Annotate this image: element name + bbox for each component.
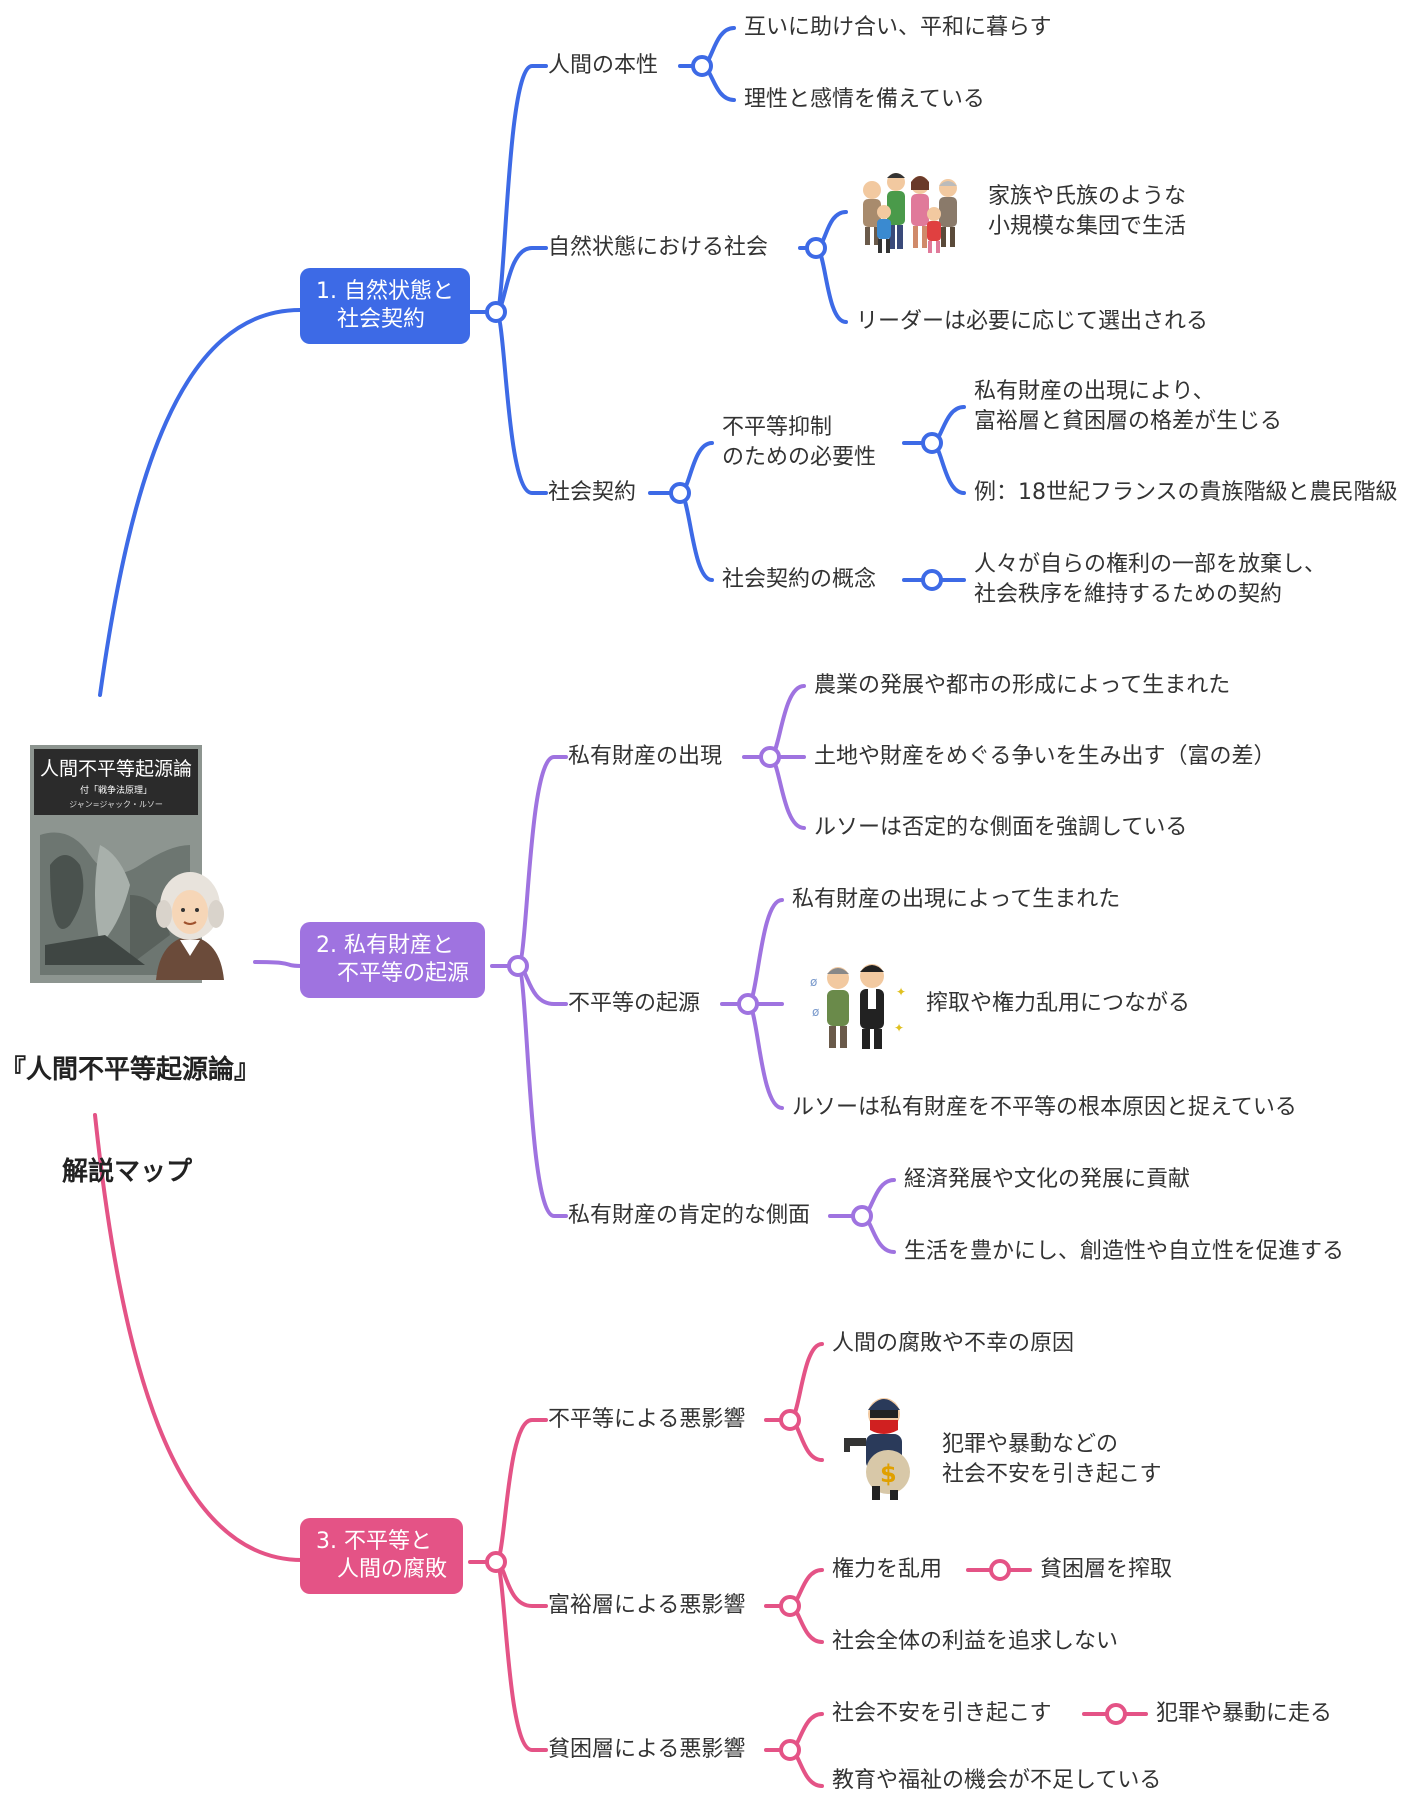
social-contract-node[interactable]: 社会契約 [548, 480, 637, 505]
rich-effects-node[interactable]: 富裕層による悪影響 [548, 1593, 746, 1618]
rousseau-portrait-icon [150, 868, 230, 980]
branch1-topic[interactable]: 1. 自然状態と 社会契約 [300, 268, 470, 344]
book-cover-image: 人間不平等起源論 付「戦争法原理」 ジャン=ジャック・ルソー [30, 745, 202, 983]
svg-text:ø: ø [810, 975, 817, 989]
svg-text:✦: ✦ [896, 985, 906, 999]
svg-text:付「戦争法原理」: 付「戦争法原理」 [80, 784, 152, 796]
inequality-origin-item-1[interactable]: 私有財産の出現によって生まれた [792, 887, 1121, 912]
rich-effects-item-1[interactable]: 権力を乱用 [832, 1557, 943, 1582]
human-nature-item-1[interactable]: 互いに助け合い、平和に暮らす [744, 15, 1052, 40]
root-title: 『人間不平等起源論』 解説マップ [0, 985, 261, 1223]
inequality-origin-item-3[interactable]: ルソーは私有財産を不平等の根本原因と捉えている [792, 1095, 1297, 1120]
poor-effects-item-2[interactable]: 教育や福祉の機会が不足している [832, 1768, 1162, 1793]
exploitation-illustration-icon: ø ø ✦ ✦ [800, 956, 910, 1052]
contract-concept-item[interactable]: 人々が自らの権利の一部を放棄し、 社会秩序を維持するための契約 [974, 552, 1327, 607]
svg-text:ø: ø [812, 1005, 819, 1019]
inequality-origin-item-2[interactable]: 搾取や権力乱用につながる [926, 991, 1191, 1016]
thief-illustration-icon: $ [836, 1390, 930, 1500]
poor-effects-node[interactable]: 貧困層による悪影響 [548, 1737, 746, 1762]
rich-effects-sub[interactable]: 貧困層を搾取 [1040, 1557, 1173, 1582]
property-positive-item-2[interactable]: 生活を豊かにし、創造性や自立性を促進する [904, 1239, 1345, 1264]
property-emergence-item-2[interactable]: 土地や財産をめぐる争いを生み出す（富の差） [814, 744, 1276, 769]
necessity-item-2[interactable]: 例：18世紀フランスの貴族階級と農民階級 [974, 480, 1398, 505]
natural-society-item-2[interactable]: リーダーは必要に応じて選出される [856, 309, 1209, 334]
root-title-line1: 『人間不平等起源論』 [0, 1055, 261, 1085]
inequality-effects-node[interactable]: 不平等による悪影響 [548, 1407, 746, 1432]
svg-text:ジャン=ジャック・ルソー: ジャン=ジャック・ルソー [69, 800, 163, 809]
necessity-item-1[interactable]: 私有財産の出現により、 富裕層と貧困層の格差が生じる [974, 379, 1283, 434]
rich-effects-item-2[interactable]: 社会全体の利益を追求しない [832, 1629, 1119, 1654]
natural-society-item-1[interactable]: 家族や氏族のような 小規模な集団で生活 [988, 184, 1187, 239]
root-title-line2: 解説マップ [61, 1157, 192, 1187]
branch3-topic[interactable]: 3. 不平等と 人間の腐敗 [300, 1518, 463, 1594]
inequality-effects-item-1[interactable]: 人間の腐敗や不幸の原因 [832, 1331, 1075, 1356]
property-emergence-node[interactable]: 私有財産の出現 [568, 744, 723, 769]
inequality-effects-item-2[interactable]: 犯罪や暴動などの 社会不安を引き起こす [942, 1432, 1162, 1487]
family-illustration-icon [856, 168, 976, 258]
inequality-origin-node[interactable]: 不平等の起源 [568, 991, 701, 1016]
svg-text:✦: ✦ [894, 1021, 904, 1035]
property-positive-node[interactable]: 私有財産の肯定的な側面 [568, 1203, 811, 1228]
svg-text:$: $ [880, 1460, 897, 1488]
poor-effects-sub[interactable]: 犯罪や暴動に走る [1156, 1701, 1333, 1726]
book-title-text: 人間不平等起源論 [40, 758, 192, 780]
branch2-topic[interactable]: 2. 私有財産と 不平等の起源 [300, 922, 485, 998]
property-emergence-item-1[interactable]: 農業の発展や都市の形成によって生まれた [814, 673, 1231, 698]
contract-concept-node[interactable]: 社会契約の概念 [722, 567, 877, 592]
human-nature-item-2[interactable]: 理性と感情を備えている [744, 87, 985, 112]
necessity-node[interactable]: 不平等抑制 のための必要性 [722, 415, 877, 470]
property-positive-item-1[interactable]: 経済発展や文化の発展に貢献 [904, 1167, 1191, 1192]
natural-society-node[interactable]: 自然状態における社会 [548, 235, 769, 260]
human-nature-node[interactable]: 人間の本性 [548, 53, 659, 78]
poor-effects-item-1[interactable]: 社会不安を引き起こす [832, 1701, 1052, 1726]
property-emergence-item-3[interactable]: ルソーは否定的な側面を強調している [814, 815, 1188, 840]
